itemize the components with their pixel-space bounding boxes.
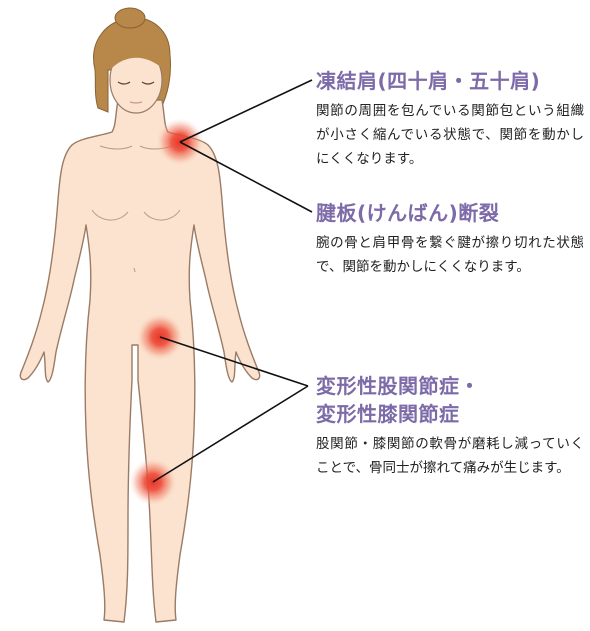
callout-title-line2: 変形性膝関節症 (316, 402, 460, 426)
callout-body: 腕の骨と肩甲骨を繋ぐ腱が擦り切れた状態で、関節を動かしにくくなります。 (316, 231, 584, 279)
callout-title: 凍結肩(四十肩・五十肩) (316, 68, 584, 95)
callout-title: 変形性股関節症・ 変形性膝関節症 (316, 372, 584, 428)
callout-frozen-shoulder: 凍結肩(四十肩・五十肩) 関節の周囲を包んでいる関節包という組織が小さく縮んでい… (316, 68, 584, 171)
callout-osteoarthritis: 変形性股関節症・ 変形性膝関節症 股関節・膝関節の軟骨が磨耗し減っていくことで、… (316, 372, 584, 480)
hair-bun (115, 8, 145, 28)
callout-rotator-cuff-tear: 腱板(けんばん)断裂 腕の骨と肩甲骨を繋ぐ腱が擦り切れた状態で、関節を動かしにく… (316, 200, 584, 279)
body-silhouette (20, 100, 259, 622)
callout-title-line1: 変形性股関節症・ (316, 374, 480, 398)
leader-line-frozen-shoulder (180, 80, 312, 142)
callout-body: 股関節・膝関節の軟骨が磨耗し減っていくことで、骨同士が擦れて痛みが生じます。 (316, 432, 584, 480)
callout-body: 関節の周囲を包んでいる関節包という組織が小さく縮んでいる状態で、関節を動かしにく… (316, 99, 584, 171)
callout-title: 腱板(けんばん)断裂 (316, 200, 584, 227)
